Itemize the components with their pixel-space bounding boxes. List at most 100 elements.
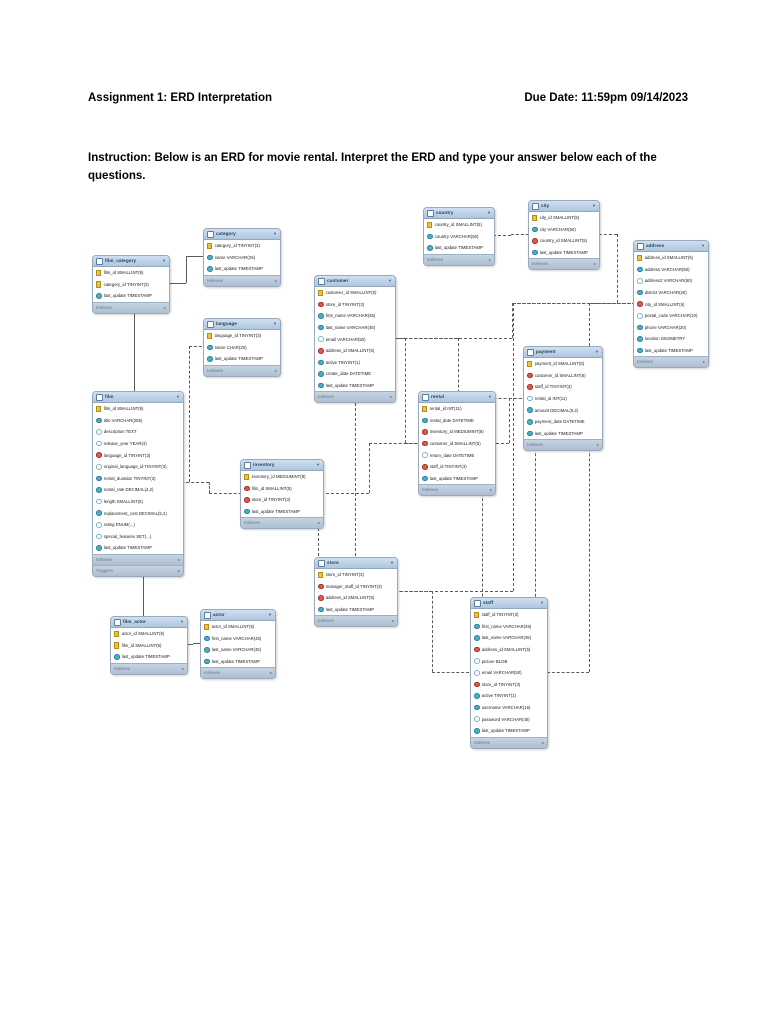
table-footer-triggers[interactable]: Triggers▸ bbox=[93, 564, 183, 576]
expand-arrow-icon[interactable]: ▸ bbox=[269, 670, 272, 676]
table-column[interactable]: payment_date DATETIME bbox=[524, 416, 602, 428]
table-column[interactable]: country_id SMALLINT(5) bbox=[424, 219, 494, 231]
table-footer-indexes[interactable]: Indexes▸ bbox=[524, 439, 602, 451]
table-column[interactable]: customer_id SMALLINT(5) bbox=[315, 287, 395, 299]
table-footer-indexes[interactable]: Indexes▸ bbox=[419, 484, 495, 496]
table-column[interactable]: inventory_id MEDIUMINT(8) bbox=[419, 426, 495, 438]
table-column[interactable]: actor_id SMALLINT(5) bbox=[111, 628, 187, 640]
table-column[interactable]: address_id SMALLINT(5) bbox=[471, 644, 547, 656]
chevron-down-icon[interactable]: ▼ bbox=[273, 231, 277, 236]
table-column[interactable]: rating ENUM(...) bbox=[93, 519, 183, 531]
table-column[interactable]: language_id TINYINT(3) bbox=[204, 330, 280, 342]
table-column[interactable]: address_id SMALLINT(5) bbox=[315, 345, 395, 357]
table-column[interactable]: last_update TIMESTAMP bbox=[315, 380, 395, 392]
table-column[interactable]: last_update TIMESTAMP bbox=[93, 290, 169, 302]
table-column[interactable]: customer_id SMALLINT(5) bbox=[419, 438, 495, 450]
table-column[interactable]: phone VARCHAR(20) bbox=[634, 322, 708, 334]
table-header-country[interactable]: country▼ bbox=[424, 208, 494, 219]
table-column[interactable]: country_id SMALLINT(5) bbox=[529, 235, 599, 247]
table-header-payment[interactable]: payment▼ bbox=[524, 347, 602, 358]
table-column[interactable]: name VARCHAR(25) bbox=[204, 252, 280, 264]
table-column[interactable]: address2 VARCHAR(50) bbox=[634, 275, 708, 287]
table-column[interactable]: name CHAR(20) bbox=[204, 342, 280, 354]
table-column[interactable]: address VARCHAR(50) bbox=[634, 264, 708, 276]
table-header-address[interactable]: address▼ bbox=[634, 241, 708, 252]
table-header-film[interactable]: film▼ bbox=[93, 392, 183, 403]
erd-table-address[interactable]: address▼address_id SMALLINT(5)address VA… bbox=[633, 240, 709, 369]
table-column[interactable]: description TEXT bbox=[93, 426, 183, 438]
table-column[interactable]: staff_id TINYINT(3) bbox=[524, 381, 602, 393]
table-footer-indexes[interactable]: Indexes▸ bbox=[471, 736, 547, 748]
table-footer-indexes[interactable]: Indexes▸ bbox=[93, 553, 183, 565]
erd-table-payment[interactable]: payment▼payment_id SMALLINT(5)customer_i… bbox=[523, 346, 603, 452]
chevron-down-icon[interactable]: ▼ bbox=[595, 349, 599, 354]
table-column[interactable]: staff_id TINYINT(3) bbox=[471, 609, 547, 621]
table-column[interactable]: category_id TINYINT(3) bbox=[204, 240, 280, 252]
table-footer-indexes[interactable]: Indexes▸ bbox=[634, 356, 708, 368]
table-column[interactable]: picture BLOB bbox=[471, 655, 547, 667]
table-column[interactable]: special_features SET(...) bbox=[93, 531, 183, 543]
chevron-down-icon[interactable]: ▼ bbox=[268, 612, 272, 617]
table-column[interactable]: store_id TINYINT(3) bbox=[241, 494, 323, 506]
erd-table-film[interactable]: film▼film_id SMALLINT(5)title VARCHAR(25… bbox=[92, 391, 184, 577]
table-column[interactable]: rental_date DATETIME bbox=[419, 415, 495, 427]
table-header-category[interactable]: category▼ bbox=[204, 229, 280, 240]
table-column[interactable]: original_language_id TINYINT(3) bbox=[93, 461, 183, 473]
chevron-down-icon[interactable]: ▼ bbox=[701, 243, 705, 248]
table-column[interactable]: rental_id INT(11) bbox=[524, 393, 602, 405]
table-column[interactable]: film_id SMALLINT(5) bbox=[241, 483, 323, 495]
erd-table-staff[interactable]: staff▼staff_id TINYINT(3)first_name VARC… bbox=[470, 597, 548, 749]
chevron-down-icon[interactable]: ▼ bbox=[316, 462, 320, 467]
table-column[interactable]: last_update TIMESTAMP bbox=[111, 651, 187, 663]
expand-arrow-icon[interactable]: ▸ bbox=[274, 367, 277, 373]
erd-table-store[interactable]: store▼store_id TINYINT(3)manager_staff_i… bbox=[314, 557, 398, 628]
table-column[interactable]: inventory_id MEDIUMINT(8) bbox=[241, 471, 323, 483]
chevron-down-icon[interactable]: ▼ bbox=[176, 394, 180, 399]
table-column[interactable]: city VARCHAR(50) bbox=[529, 224, 599, 236]
table-column[interactable]: last_name VARCHAR(45) bbox=[201, 644, 275, 656]
table-footer-indexes[interactable]: Indexes▸ bbox=[111, 662, 187, 674]
table-column[interactable]: last_update TIMESTAMP bbox=[524, 428, 602, 440]
table-footer-indexes[interactable]: Indexes▸ bbox=[93, 301, 169, 313]
table-column[interactable]: store_id TINYINT(3) bbox=[315, 569, 397, 581]
table-footer-indexes[interactable]: Indexes▸ bbox=[204, 364, 280, 376]
expand-arrow-icon[interactable]: ▸ bbox=[274, 277, 277, 283]
table-header-film_actor[interactable]: film_actor▼ bbox=[111, 617, 187, 628]
table-column[interactable]: last_update TIMESTAMP bbox=[201, 656, 275, 668]
erd-table-rental[interactable]: rental▼rental_id INT(11)rental_date DATE… bbox=[418, 391, 496, 497]
chevron-down-icon[interactable]: ▼ bbox=[540, 600, 544, 605]
expand-arrow-icon[interactable]: ▸ bbox=[541, 739, 544, 745]
table-column[interactable]: language_id TINYINT(3) bbox=[93, 449, 183, 461]
table-column[interactable]: last_update TIMESTAMP bbox=[204, 263, 280, 275]
table-footer-indexes[interactable]: Indexes▸ bbox=[201, 667, 275, 679]
table-column[interactable]: address_id SMALLINT(5) bbox=[315, 592, 397, 604]
table-header-rental[interactable]: rental▼ bbox=[419, 392, 495, 403]
table-header-city[interactable]: city▼ bbox=[529, 201, 599, 212]
table-header-language[interactable]: language▼ bbox=[204, 319, 280, 330]
table-footer-indexes[interactable]: Indexes▸ bbox=[529, 258, 599, 270]
table-column[interactable]: district VARCHAR(20) bbox=[634, 287, 708, 299]
table-column[interactable]: last_update TIMESTAMP bbox=[419, 473, 495, 485]
table-footer-indexes[interactable]: Indexes▸ bbox=[424, 253, 494, 265]
table-column[interactable]: release_year YEAR(4) bbox=[93, 438, 183, 450]
table-column[interactable]: length SMALLINT(5) bbox=[93, 496, 183, 508]
table-column[interactable]: rental_rate DECIMAL(4,2) bbox=[93, 484, 183, 496]
table-column[interactable]: last_update TIMESTAMP bbox=[634, 345, 708, 357]
expand-arrow-icon[interactable]: ▸ bbox=[593, 261, 596, 267]
erd-table-city[interactable]: city▼city_id SMALLINT(5)city VARCHAR(50)… bbox=[528, 200, 600, 271]
expand-arrow-icon[interactable]: ▸ bbox=[596, 442, 599, 448]
table-column[interactable]: film_id SMALLINT(5) bbox=[93, 403, 183, 415]
table-header-film_category[interactable]: film_category▼ bbox=[93, 256, 169, 267]
expand-arrow-icon[interactable]: ▸ bbox=[389, 394, 392, 400]
erd-table-film_category[interactable]: film_category▼film_id SMALLINT(5)categor… bbox=[92, 255, 170, 314]
table-column[interactable]: category_id TINYINT(3) bbox=[93, 279, 169, 291]
table-column[interactable]: customer_id SMALLINT(5) bbox=[524, 370, 602, 382]
table-column[interactable]: return_date DATETIME bbox=[419, 449, 495, 461]
chevron-down-icon[interactable]: ▼ bbox=[390, 560, 394, 565]
erd-table-category[interactable]: category▼category_id TINYINT(3)name VARC… bbox=[203, 228, 281, 287]
table-column[interactable]: film_id SMALLINT(5) bbox=[93, 267, 169, 279]
table-column[interactable]: last_name VARCHAR(45) bbox=[315, 322, 395, 334]
table-column[interactable]: store_id TINYINT(3) bbox=[315, 299, 395, 311]
table-column[interactable]: title VARCHAR(255) bbox=[93, 415, 183, 427]
table-column[interactable]: country VARCHAR(50) bbox=[424, 231, 494, 243]
